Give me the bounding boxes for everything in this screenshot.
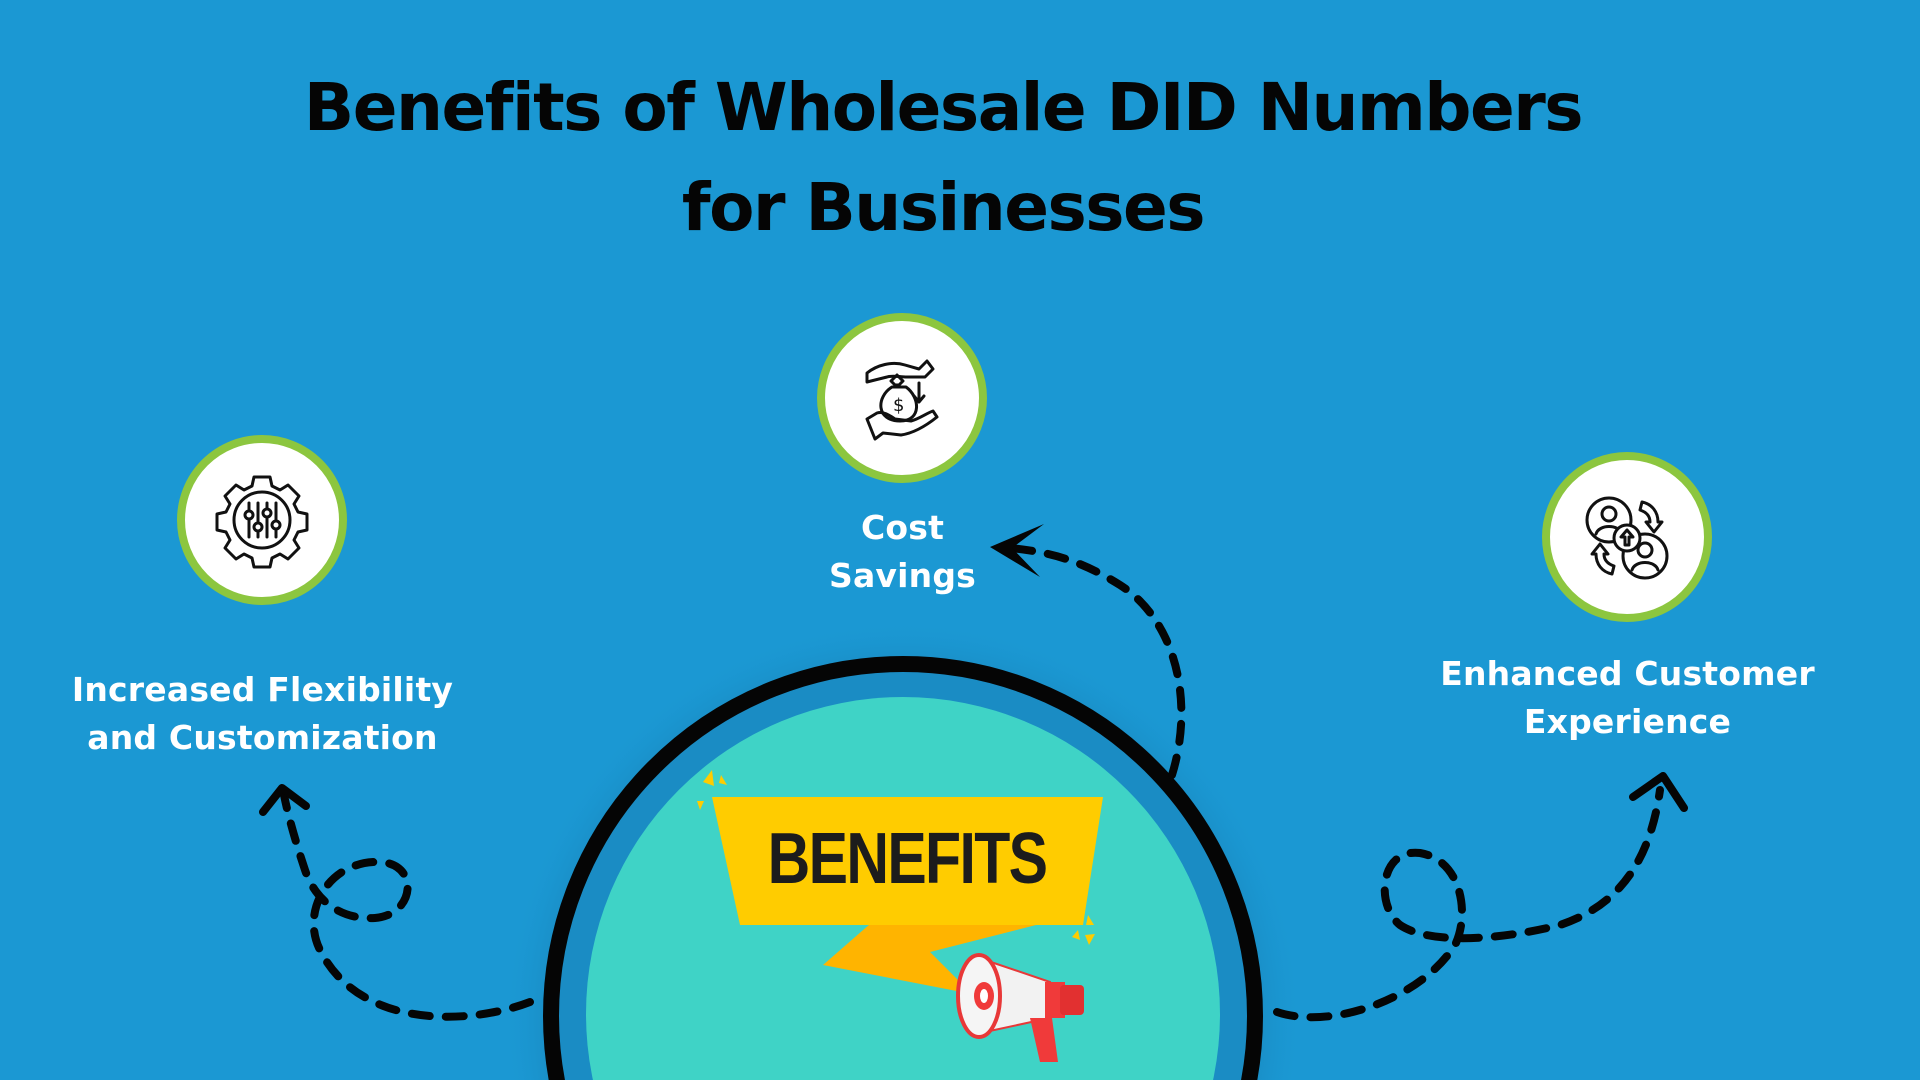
flexibility-icon-circle	[177, 435, 347, 605]
hands-money-bag-icon: $	[865, 359, 939, 441]
benefits-banner	[697, 770, 1103, 994]
title-line-1: Benefits of Wholesale DID Numbers	[303, 69, 1584, 146]
left-dashed-connector	[280, 791, 534, 1021]
right-dashed-connector	[1273, 786, 1664, 1022]
svg-text:$: $	[893, 395, 904, 416]
customer-experience-icon-circle	[1542, 452, 1712, 622]
megaphone-icon	[956, 953, 1084, 1062]
center-arrowhead-icon	[990, 524, 1044, 577]
customer-exchange-icon	[1585, 496, 1669, 580]
benefit-label-cost-savings: Cost Savings	[828, 508, 977, 595]
gear-sliders-icon	[215, 475, 309, 569]
title-line-2: for Businesses	[681, 169, 1206, 246]
benefits-banner-text: BENEFITS	[767, 819, 1048, 899]
left-arrowhead-icon	[259, 784, 310, 816]
page-title: Benefits of Wholesale DID Numbers for Bu…	[0, 58, 1886, 258]
center-dashed-connector	[1006, 544, 1186, 779]
benefit-label-flexibility: Increased Flexibility and Customization	[71, 670, 454, 757]
cost-savings-icon-circle: $	[817, 313, 987, 483]
benefit-label-customer-experience: Enhanced Customer Experience	[1440, 654, 1815, 741]
right-arrowhead-icon	[1629, 772, 1688, 812]
